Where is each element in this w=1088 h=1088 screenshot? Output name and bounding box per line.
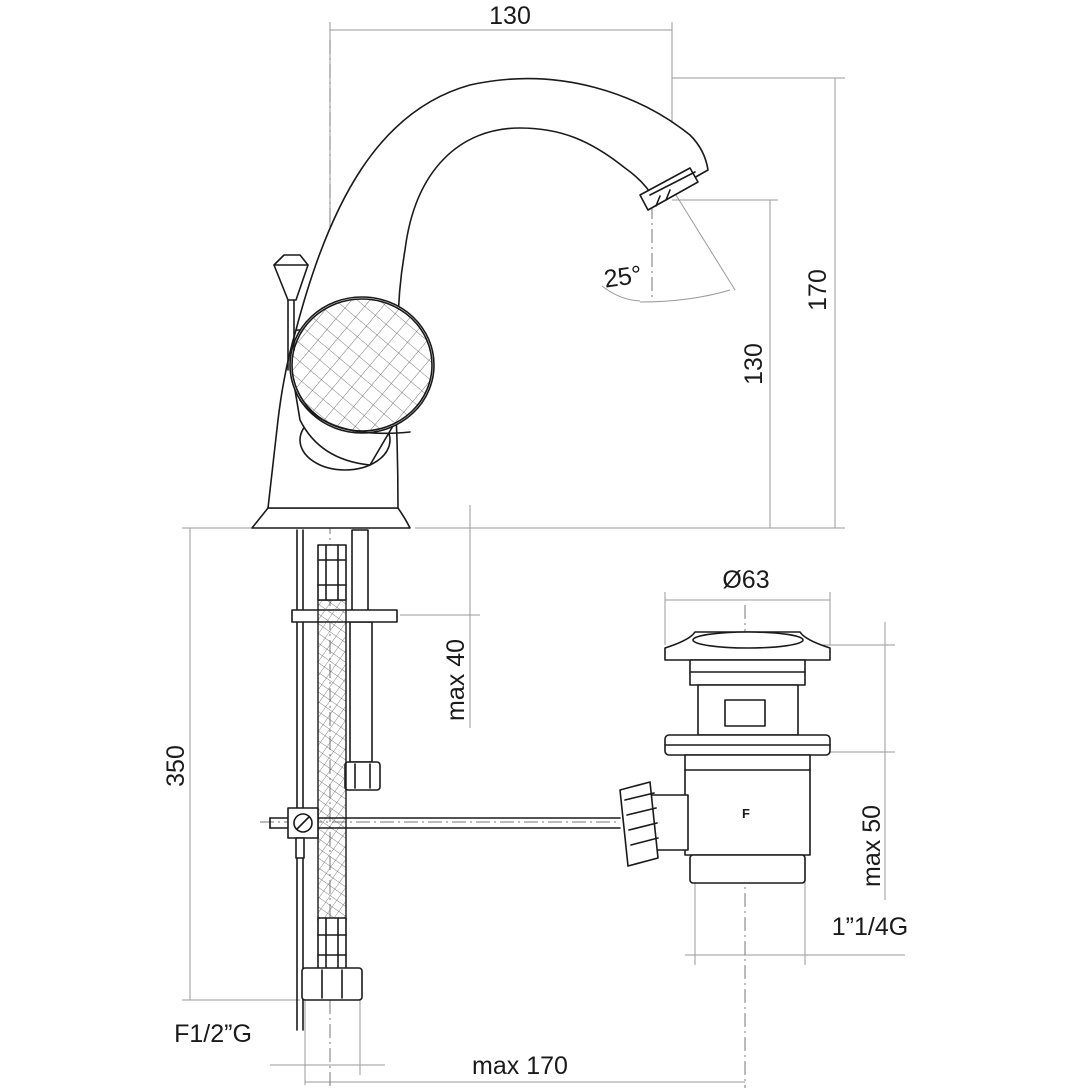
label-spout-angle: 25° xyxy=(602,261,643,294)
pop-up-waste xyxy=(619,631,831,884)
pop-up-rod xyxy=(269,807,621,859)
dimension-labels: 130 170 130 25° 350 max 40 Ø63 max 50 1”… xyxy=(162,2,908,1080)
label-waste-mark: F xyxy=(742,806,750,821)
label-waste-diameter: Ø63 xyxy=(722,566,769,594)
label-spout-height: 130 xyxy=(740,343,768,385)
label-waste-thread: 1”1/4G xyxy=(832,913,908,941)
faucet-body xyxy=(251,77,709,529)
label-max-thickness: max 40 xyxy=(442,639,470,721)
label-rod-length: max 170 xyxy=(472,1052,568,1080)
label-total-height: 170 xyxy=(804,269,832,311)
label-supply-thread: F1/2”G xyxy=(174,1020,252,1048)
supply-hoses xyxy=(291,529,398,1031)
label-spout-reach: 130 xyxy=(489,2,531,30)
dimension-lines xyxy=(182,22,905,1085)
label-waste-max: max 50 xyxy=(858,805,886,887)
label-tail-length: 350 xyxy=(162,745,190,787)
